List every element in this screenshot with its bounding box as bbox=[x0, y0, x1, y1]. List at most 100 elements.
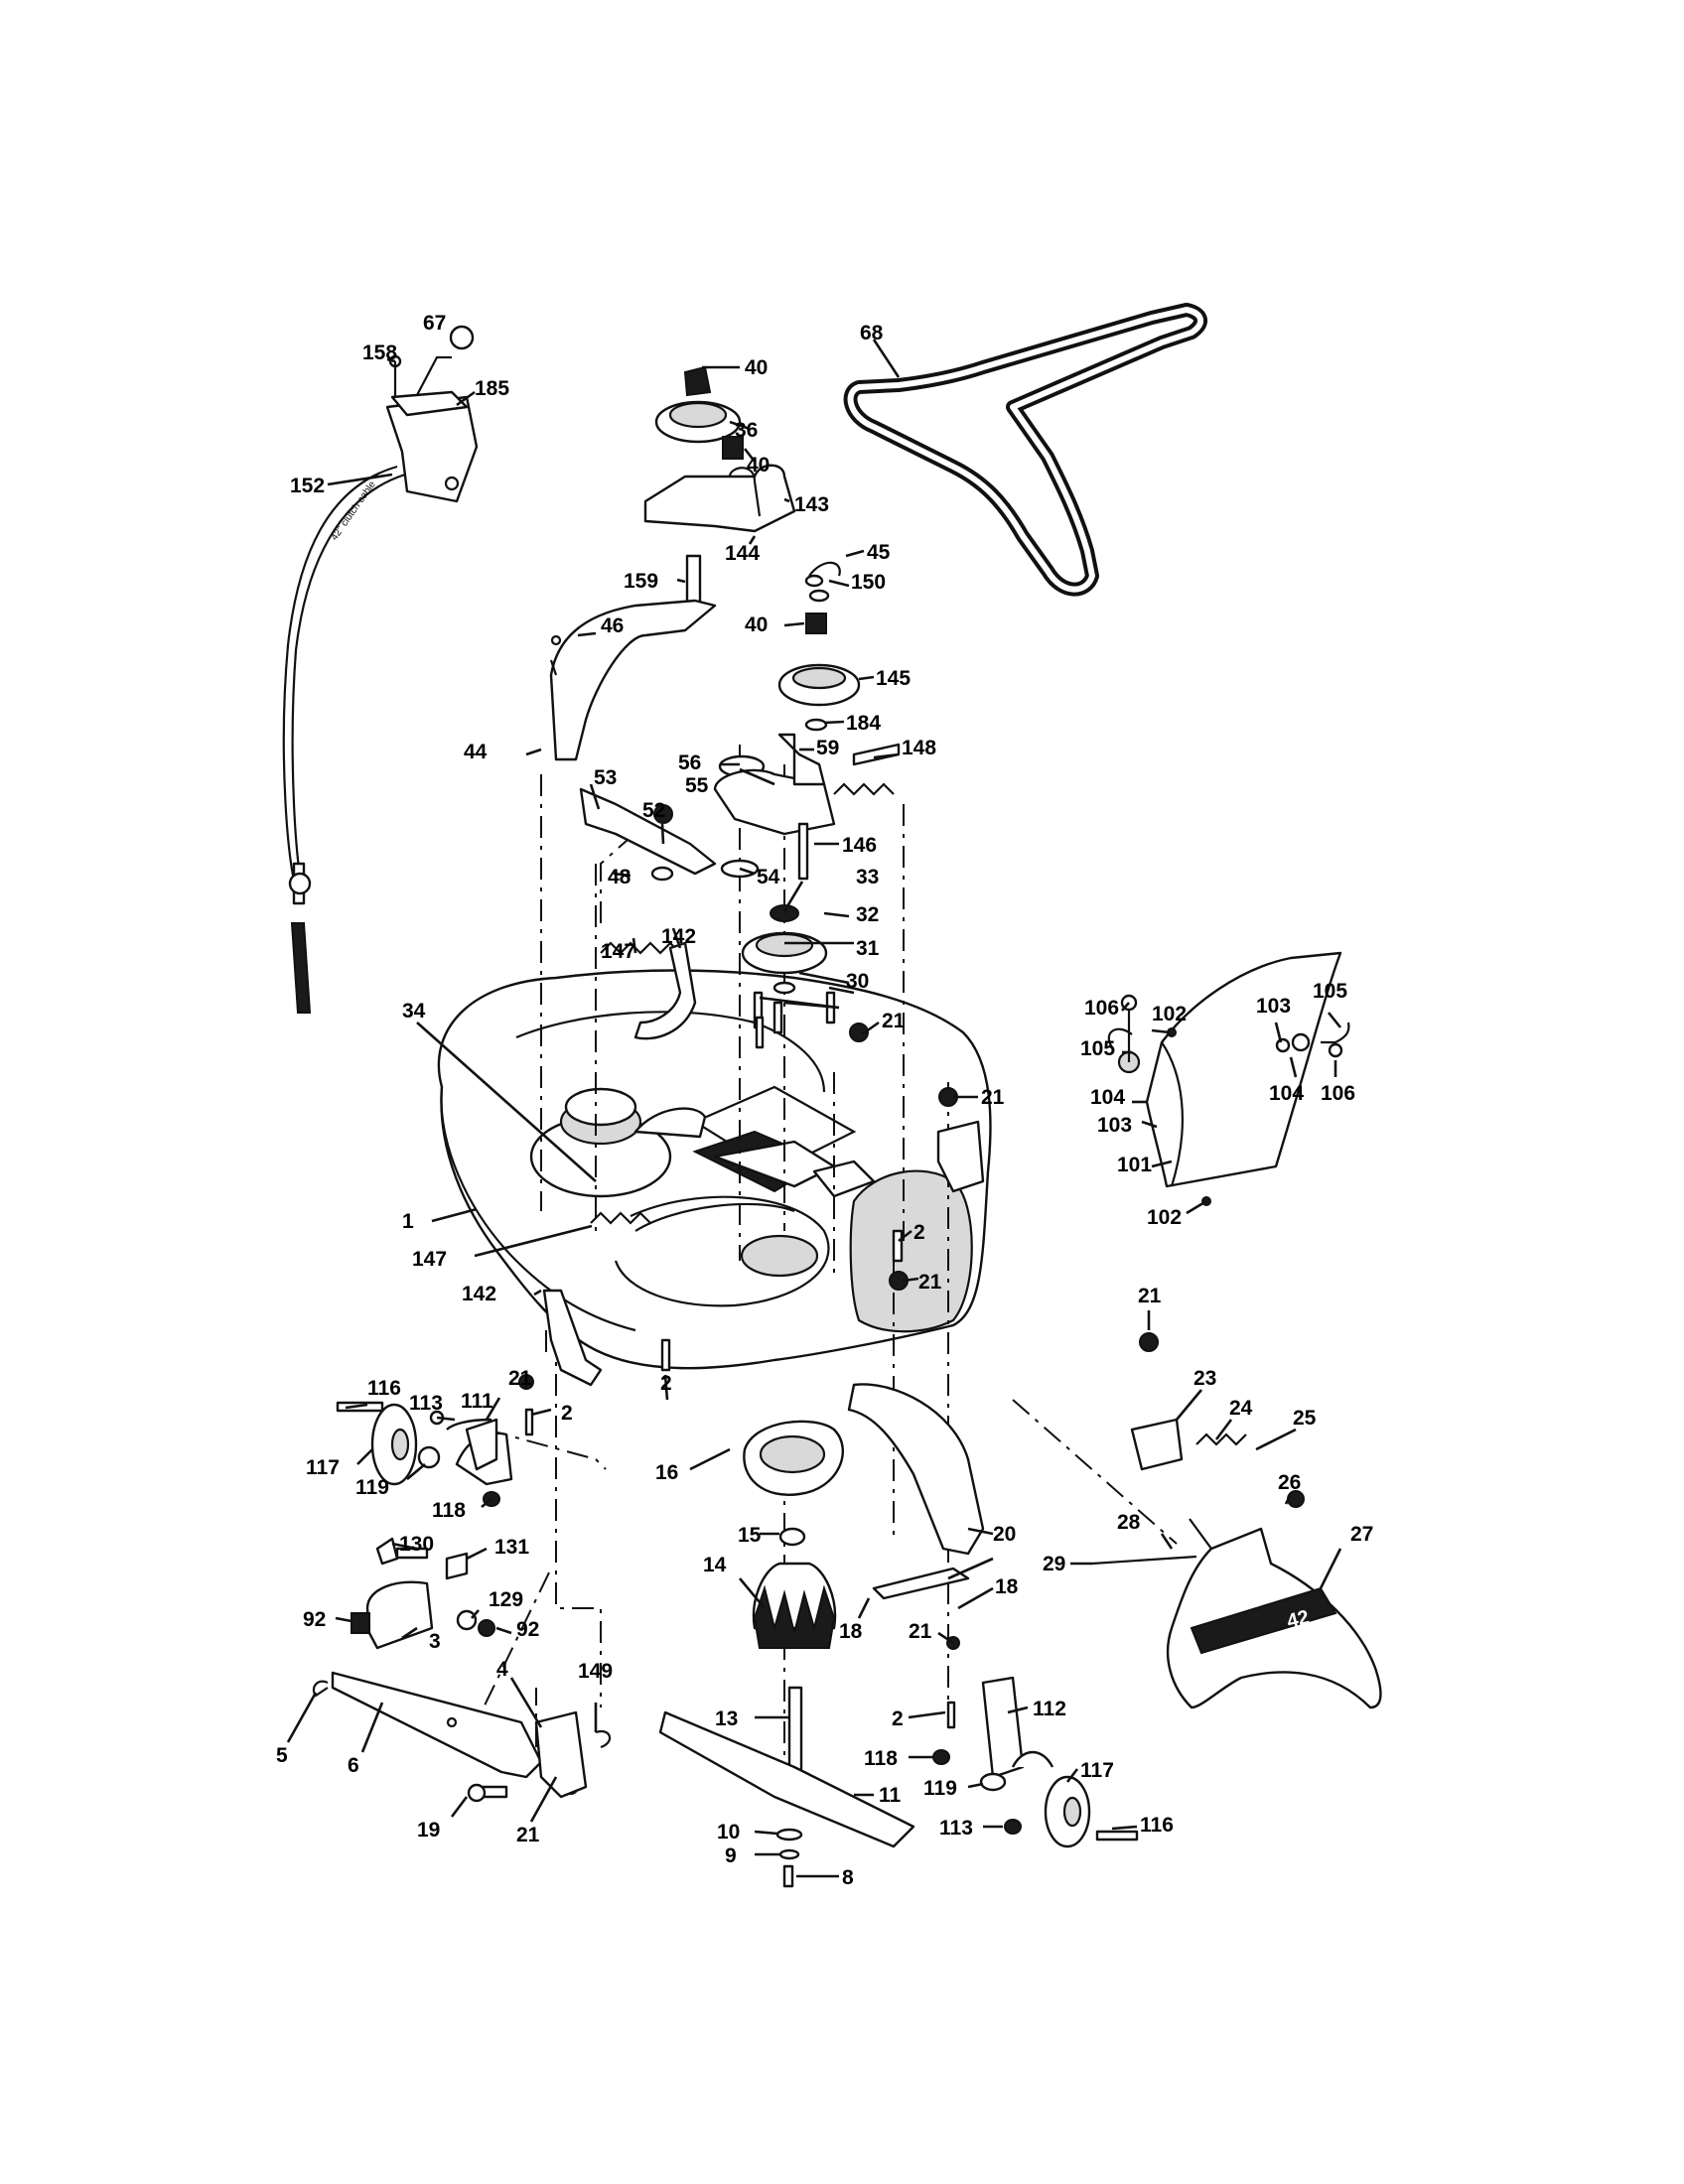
bolts-2 bbox=[524, 1229, 956, 1729]
callout-54: 54 bbox=[757, 866, 780, 888]
callout-36: 36 bbox=[735, 419, 758, 442]
discharge-shield-27 bbox=[1091, 1418, 1382, 1709]
callout-102-bottom: 102 bbox=[1147, 1206, 1182, 1229]
callout-26: 26 bbox=[1278, 1471, 1301, 1494]
deck-idler-assembly bbox=[559, 1087, 876, 1198]
callout-10: 10 bbox=[717, 1821, 740, 1843]
callout-28: 28 bbox=[1117, 1511, 1141, 1534]
callout-55: 55 bbox=[685, 774, 709, 797]
callout-103-left: 103 bbox=[1097, 1114, 1132, 1137]
callout-101: 101 bbox=[1117, 1154, 1152, 1176]
clutch-cable-assembly bbox=[282, 354, 479, 1014]
callout-20: 20 bbox=[993, 1523, 1016, 1546]
callout-130: 130 bbox=[399, 1533, 434, 1556]
callout-21-d: 21 bbox=[1138, 1285, 1162, 1307]
callout-24: 24 bbox=[1229, 1397, 1253, 1420]
callout-119-left: 119 bbox=[355, 1476, 389, 1499]
callout-92-left: 92 bbox=[303, 1608, 326, 1631]
callout-158: 158 bbox=[362, 341, 397, 364]
callout-116-left: 116 bbox=[367, 1377, 401, 1400]
callout-46: 46 bbox=[601, 614, 624, 637]
mower-deck-shell bbox=[437, 969, 992, 1370]
callout-149: 149 bbox=[578, 1660, 613, 1683]
callout-31: 31 bbox=[856, 937, 880, 960]
callout-184: 184 bbox=[846, 712, 881, 735]
callout-21-b: 21 bbox=[981, 1086, 1005, 1109]
callout-104-right: 104 bbox=[1269, 1082, 1304, 1105]
shield-decal-text: 42 bbox=[1285, 1606, 1312, 1633]
callout-159: 159 bbox=[624, 570, 658, 593]
bracket-142 bbox=[633, 941, 697, 1040]
left-gauge-wheel-assembly bbox=[336, 1401, 513, 1507]
callout-68: 68 bbox=[860, 322, 884, 344]
callout-67: 67 bbox=[423, 312, 446, 335]
callout-48: 48 bbox=[608, 866, 632, 888]
callout-147-top: 147 bbox=[601, 940, 635, 963]
callout-29: 29 bbox=[1043, 1553, 1065, 1575]
callout-21-g: 21 bbox=[516, 1824, 540, 1846]
callout-113-left: 113 bbox=[409, 1392, 443, 1415]
callout-15: 15 bbox=[738, 1524, 762, 1547]
callout-2-center: 2 bbox=[660, 1372, 672, 1395]
callout-105-left: 105 bbox=[1080, 1037, 1115, 1060]
callout-59: 59 bbox=[816, 737, 839, 759]
callout-14: 14 bbox=[703, 1554, 727, 1576]
callout-21-e: 21 bbox=[508, 1367, 532, 1390]
cable-knob bbox=[449, 325, 475, 350]
callout-104-left: 104 bbox=[1090, 1086, 1125, 1109]
callout-2-left: 2 bbox=[561, 1402, 573, 1425]
callout-45: 45 bbox=[867, 541, 891, 564]
callout-6: 6 bbox=[348, 1754, 359, 1777]
callout-145: 145 bbox=[876, 667, 911, 690]
callout-143: 143 bbox=[794, 493, 829, 516]
callout-32: 32 bbox=[856, 903, 879, 926]
callout-5: 5 bbox=[276, 1744, 288, 1767]
callout-147-bottom: 147 bbox=[412, 1248, 447, 1271]
blade-spindle-assembly bbox=[658, 1420, 915, 1888]
callout-27: 27 bbox=[1350, 1523, 1373, 1546]
deck-drive-belt bbox=[843, 303, 1207, 597]
callout-142-top: 142 bbox=[661, 925, 696, 948]
callout-33: 33 bbox=[856, 866, 879, 888]
callout-92-right: 92 bbox=[516, 1618, 539, 1641]
callout-23: 23 bbox=[1193, 1367, 1216, 1390]
callout-56: 56 bbox=[678, 751, 701, 774]
callout-105-right: 105 bbox=[1313, 980, 1347, 1003]
callout-11: 11 bbox=[879, 1784, 902, 1807]
callout-142-bottom: 142 bbox=[462, 1283, 496, 1305]
callout-2-right: 2 bbox=[892, 1707, 904, 1730]
belt-guard-44 bbox=[549, 599, 717, 761]
callout-53: 53 bbox=[594, 766, 617, 789]
callout-103-top: 103 bbox=[1256, 995, 1291, 1018]
callout-118-left: 118 bbox=[432, 1499, 466, 1522]
callout-34: 34 bbox=[402, 1000, 426, 1023]
callout-117-left: 117 bbox=[306, 1456, 340, 1479]
callout-111: 111 bbox=[461, 1390, 493, 1413]
callout-18-left: 18 bbox=[839, 1620, 863, 1643]
callout-40-top: 40 bbox=[745, 356, 768, 379]
callout-129: 129 bbox=[489, 1588, 523, 1611]
support-bracket-foot bbox=[872, 1567, 970, 1600]
callout-9: 9 bbox=[725, 1844, 737, 1867]
callout-144: 144 bbox=[725, 542, 760, 565]
callout-13: 13 bbox=[715, 1707, 738, 1730]
callout-3: 3 bbox=[429, 1630, 441, 1653]
callout-112: 112 bbox=[1033, 1698, 1066, 1720]
callout-131: 131 bbox=[494, 1536, 529, 1559]
callout-106-right: 106 bbox=[1321, 1082, 1355, 1105]
leader-lines bbox=[286, 339, 1342, 1878]
callout-30: 30 bbox=[846, 970, 869, 993]
callout-16: 16 bbox=[655, 1461, 678, 1484]
callout-44: 44 bbox=[464, 741, 488, 763]
callout-40-mid: 40 bbox=[747, 454, 770, 477]
callout-40-lower: 40 bbox=[745, 614, 768, 636]
callout-2-deck: 2 bbox=[913, 1221, 925, 1244]
idler-arm-assembly bbox=[579, 733, 901, 882]
springs bbox=[590, 782, 895, 1225]
callout-25: 25 bbox=[1293, 1407, 1317, 1430]
callout-19: 19 bbox=[417, 1819, 440, 1842]
idler-pulley-stack bbox=[643, 365, 861, 732]
callout-113-right: 113 bbox=[939, 1817, 973, 1840]
lift-arm-assembly bbox=[312, 1537, 612, 1803]
